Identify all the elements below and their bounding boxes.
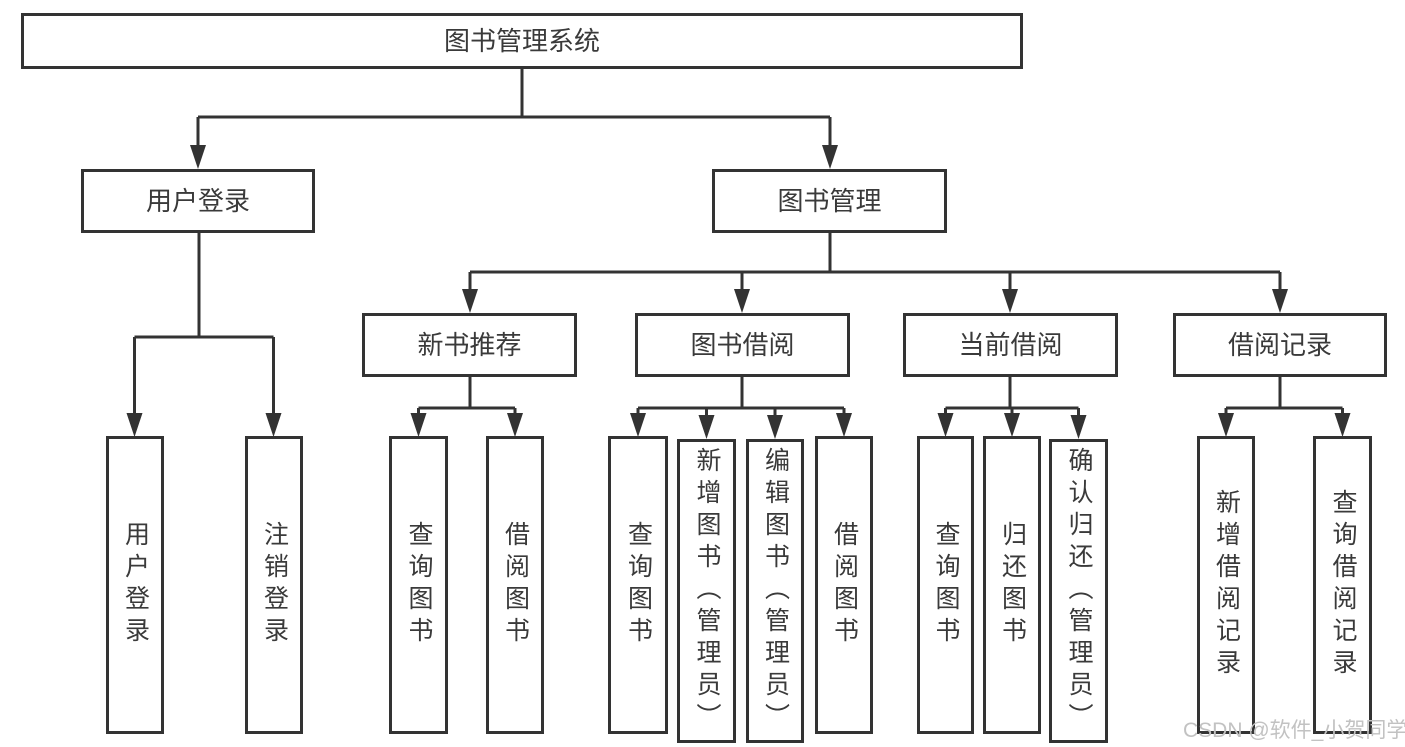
leaf-add-book-admin-label: 新增图书（管理员） (693, 447, 721, 735)
leaf-borrow-books-recommend-label: 借阅图书 (501, 521, 530, 649)
node-book-borrowing: 图书借阅 (635, 313, 850, 377)
node-user-login-branch: 用户登录 (81, 169, 315, 233)
arrowhead-icons (126, 145, 1351, 439)
leaf-query-books-current-label: 查询图书 (932, 521, 960, 649)
node-library-system-label: 图书管理系统 (443, 26, 600, 56)
leaf-query-books-recommend-label: 查询图书 (405, 521, 433, 649)
leaf-return-books-label: 归还图书 (998, 521, 1027, 649)
node-book-borrowing-label: 图书借阅 (690, 330, 795, 360)
leaf-return-books: 归还图书 (983, 436, 1041, 734)
node-current-borrowing-label: 当前借阅 (958, 330, 1063, 360)
leaf-add-book-admin: 新增图书（管理员） (677, 439, 736, 743)
leaf-query-books-current: 查询图书 (917, 436, 974, 734)
leaf-user-login: 用户登录 (106, 436, 164, 734)
leaf-borrow-books-label: 借阅图书 (830, 521, 859, 649)
leaf-query-borrow-record: 查询借阅记录 (1313, 436, 1372, 734)
node-book-management: 图书管理 (712, 169, 947, 233)
node-borrowing-records-label: 借阅记录 (1227, 330, 1332, 360)
leaf-confirm-return-admin-label: 确认归还（管理员） (1065, 447, 1093, 735)
leaf-user-login-label: 用户登录 (121, 521, 150, 649)
node-current-borrowing: 当前借阅 (903, 313, 1118, 377)
node-book-management-label: 图书管理 (777, 186, 882, 216)
leaf-logout-label: 注销登录 (260, 521, 289, 649)
leaf-confirm-return-admin: 确认归还（管理员） (1049, 439, 1108, 743)
leaf-query-books-recommend: 查询图书 (389, 436, 448, 734)
leaf-query-books-borrow-label: 查询图书 (624, 521, 653, 649)
node-new-book-recommend-label: 新书推荐 (417, 330, 522, 360)
node-new-book-recommend: 新书推荐 (362, 313, 577, 377)
csdn-watermark: CSDN @软件_小贺同学 (1183, 719, 1405, 742)
leaf-edit-book-admin: 编辑图书（管理员） (746, 439, 804, 743)
leaf-edit-book-admin-label: 编辑图书（管理员） (761, 447, 790, 735)
node-user-login-branch-label: 用户登录 (145, 186, 250, 216)
leaf-add-borrow-record: 新增借阅记录 (1197, 436, 1255, 734)
leaf-borrow-books-recommend: 借阅图书 (486, 436, 544, 734)
leaf-query-books-borrow: 查询图书 (608, 436, 668, 734)
node-library-system: 图书管理系统 (21, 13, 1023, 69)
leaf-query-borrow-record-label: 查询借阅记录 (1329, 489, 1357, 681)
node-borrowing-records: 借阅记录 (1173, 313, 1387, 377)
leaf-logout: 注销登录 (245, 436, 303, 734)
leaf-add-borrow-record-label: 新增借阅记录 (1212, 489, 1241, 681)
leaf-borrow-books: 借阅图书 (815, 436, 873, 734)
